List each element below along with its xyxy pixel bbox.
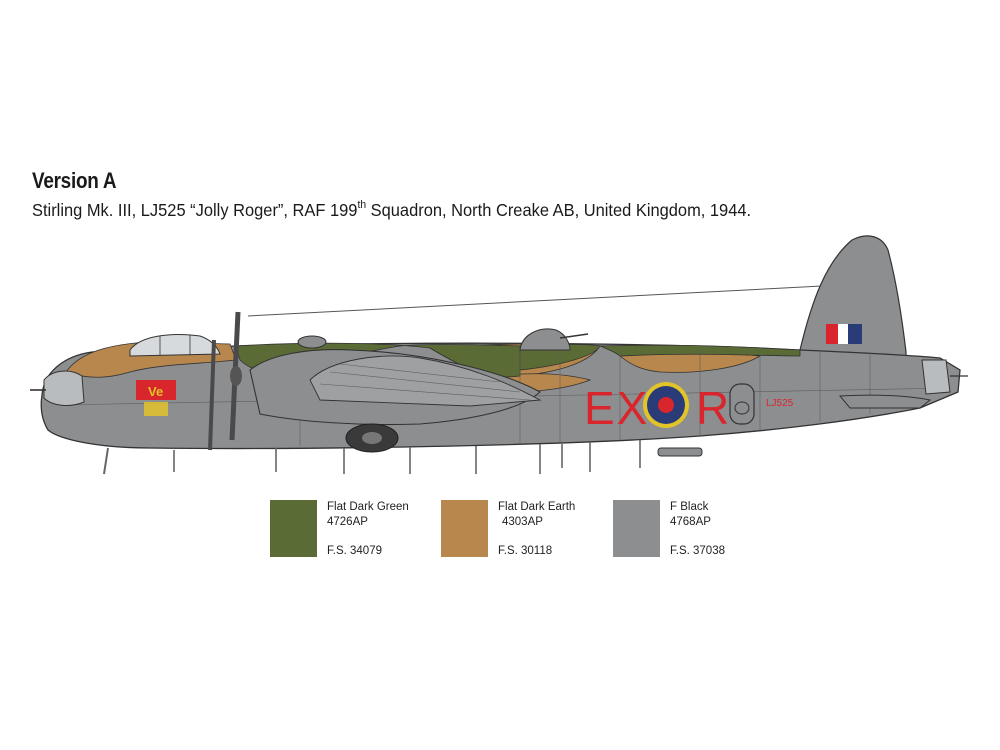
propeller-front	[229, 311, 242, 441]
nose-turret	[43, 370, 85, 406]
version-title: Version A	[32, 168, 117, 193]
swatch-color-earth	[441, 500, 488, 557]
paint-code: 4303AP	[502, 516, 543, 528]
squadron-code-letters: EX	[584, 382, 649, 434]
paint-code: 4768AP	[670, 516, 711, 528]
nose-art: Ve	[136, 380, 176, 416]
paint-fs-number: F.S. 34079	[327, 545, 382, 557]
nose-pitot	[103, 447, 109, 475]
fin-flash	[826, 324, 862, 344]
crew-door	[729, 383, 755, 425]
wing-ribs	[319, 363, 531, 401]
description-ordinal-suffix: th	[357, 199, 367, 212]
dorsal-turret	[519, 328, 571, 351]
paint-fs-number: F.S. 30118	[498, 545, 553, 557]
tail-turret	[921, 359, 951, 395]
cockpit-canopy	[129, 334, 221, 357]
aircraft-profile-illustration: Ve EX R LJ525	[30, 235, 968, 475]
propeller-rear	[208, 339, 216, 451]
paint-swatch-flat-dark-green: Flat Dark Green 4726AP F.S. 34079	[270, 500, 470, 560]
paint-fs-number: F.S. 37038	[670, 545, 725, 557]
aircraft-description: Stirling Mk. III, LJ525 “Jolly Roger”, R…	[32, 199, 752, 221]
paint-swatch-f-black: F Black 4768AP F.S. 37038	[613, 500, 813, 560]
nose-art-text: Ve	[148, 384, 163, 399]
fuselage-roundel	[643, 382, 689, 428]
paint-name: F Black	[670, 501, 709, 513]
astrodome	[297, 335, 327, 349]
tail-wheel	[657, 447, 703, 457]
description-main: Stirling Mk. III, LJ525 “Jolly Roger”, R…	[32, 200, 358, 220]
paint-code: 4726AP	[327, 516, 368, 528]
swatch-color-green	[270, 500, 317, 557]
serial-number: LJ525	[766, 398, 794, 409]
swatch-color-grey	[613, 500, 660, 557]
paint-swatch-flat-dark-earth: Flat Dark Earth 4303AP F.S. 30118	[441, 500, 641, 560]
aircraft-code-letter: R	[696, 382, 729, 434]
description-rest: Squadron, North Creake AB, United Kingdo…	[366, 200, 752, 220]
tailplane	[838, 394, 932, 409]
paint-name: Flat Dark Earth	[498, 501, 576, 513]
paint-name: Flat Dark Green	[327, 501, 409, 513]
ventral-aerials	[173, 440, 641, 474]
antenna-wire	[247, 285, 823, 317]
wing-surface	[309, 355, 542, 407]
